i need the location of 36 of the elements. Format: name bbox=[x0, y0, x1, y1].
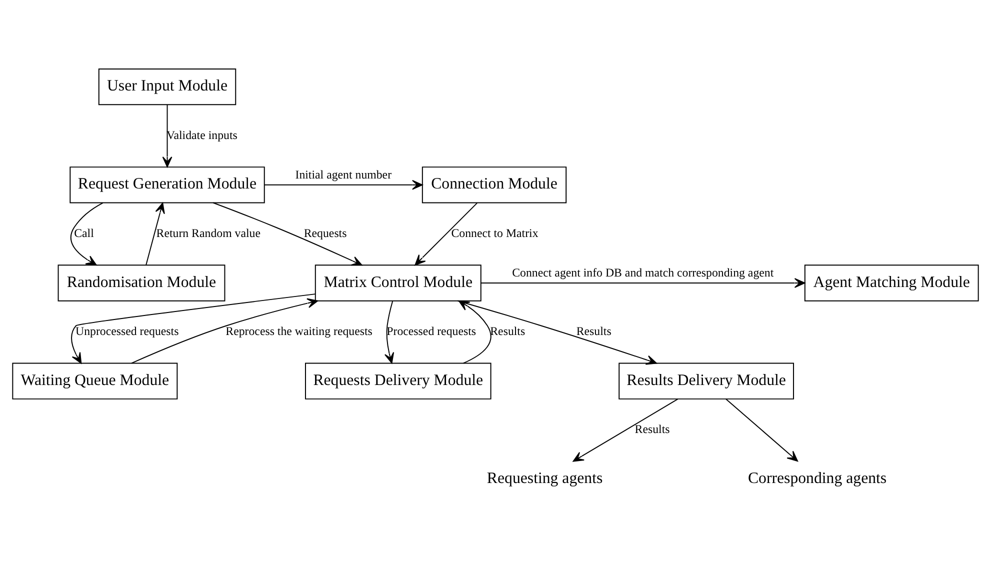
arrow bbox=[70, 202, 104, 266]
arrow bbox=[384, 300, 394, 364]
edge-label: Reprocess the waiting requests bbox=[226, 324, 372, 338]
arrow bbox=[572, 398, 678, 462]
arrow bbox=[458, 300, 492, 364]
edge-label: Initial agent number bbox=[295, 168, 392, 182]
node-text: Corresponding agents bbox=[748, 470, 887, 487]
edge-label: Connect agent info DB and match corresponding agent bbox=[512, 266, 774, 280]
node-box: Matrix Control Module bbox=[314, 264, 482, 302]
edge-label: Requests bbox=[304, 226, 347, 240]
node-box: Request Generation Module bbox=[70, 166, 265, 204]
node-box: Results Delivery Module bbox=[618, 362, 794, 400]
node-box: Randomisation Module bbox=[58, 264, 226, 302]
node-box: User Input Module bbox=[98, 68, 236, 106]
edge-label: Results bbox=[490, 324, 526, 338]
node-text: Requesting agents bbox=[486, 470, 603, 487]
arrow bbox=[146, 202, 165, 266]
node-box: Waiting Queue Module bbox=[12, 362, 178, 400]
arrow bbox=[457, 300, 657, 365]
edge-label: Call bbox=[74, 226, 94, 240]
arrow bbox=[480, 278, 806, 288]
edge-label: Return Random value bbox=[156, 226, 260, 240]
edge-label: Results bbox=[634, 422, 670, 436]
edge-label: Connect to Matrix bbox=[451, 226, 538, 240]
node-box: Connection Module bbox=[422, 166, 567, 204]
edge-label: Unprocessed requests bbox=[76, 324, 179, 338]
arrow bbox=[131, 298, 318, 364]
arrow bbox=[71, 294, 316, 364]
arrow bbox=[264, 180, 423, 190]
arrow bbox=[162, 104, 172, 168]
edge-label: Results bbox=[576, 324, 612, 338]
arrow bbox=[414, 202, 478, 266]
arrow bbox=[725, 398, 798, 462]
arrow bbox=[212, 202, 362, 266]
node-box: Agent Matching Module bbox=[804, 264, 979, 302]
node-box: Requests Delivery Module bbox=[305, 362, 492, 400]
